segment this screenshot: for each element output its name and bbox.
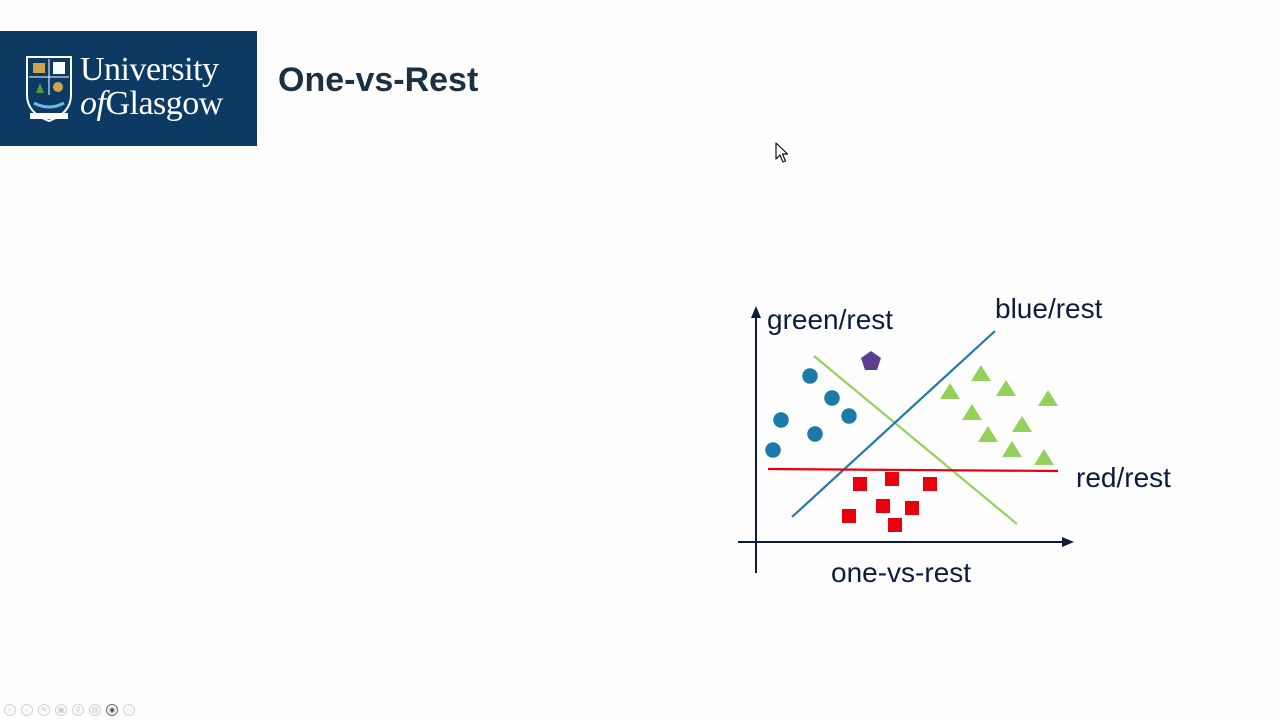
y-axis-arrowhead [751, 306, 761, 318]
blue-rest-boundary [791, 330, 996, 518]
university-crest-icon [26, 56, 72, 123]
university-name-line2: ofGlasgow [80, 87, 223, 121]
red-rest-boundary [767, 467, 1059, 473]
next-icon[interactable]: › [21, 704, 33, 716]
green-triangle-point [1002, 441, 1022, 457]
green-triangle-point [940, 383, 960, 399]
red-rest-label: red/rest [1076, 462, 1171, 493]
red-class-points [842, 472, 937, 532]
previous-icon[interactable]: ‹ [4, 704, 16, 716]
more-icon[interactable]: ⋯ [123, 704, 135, 716]
university-of-glasgow-logo: University ofGlasgow [0, 31, 257, 146]
diagram-axes [738, 306, 1074, 573]
green-triangle-point [996, 380, 1016, 396]
green-triangle-point [1012, 416, 1032, 432]
x-axis-arrowhead [1062, 537, 1074, 547]
red-square-point [876, 499, 890, 513]
red-square-point [842, 509, 856, 523]
red-square-point [885, 472, 899, 486]
blue-rest-label: blue/rest [995, 293, 1103, 324]
green-triangle-point [962, 404, 982, 420]
red-square-point [905, 501, 919, 515]
green-triangle-point [1038, 390, 1058, 406]
blue-circle-point [771, 410, 791, 430]
university-name-glasgow: Glasgow [105, 85, 223, 122]
university-name: University ofGlasgow [80, 53, 223, 121]
blue-circle-point [763, 440, 783, 460]
blue-class-points [763, 366, 859, 460]
zoom-icon[interactable]: ⚲ [72, 704, 84, 716]
presentation-toolbar: ‹ › ✎ ▣ ⚲ ▤ ◉ ⋯ [4, 703, 135, 717]
green-rest-label: green/rest [767, 304, 893, 335]
blue-circle-point [839, 406, 859, 426]
mouse-pointer-icon [775, 142, 789, 163]
camera-icon[interactable]: ◉ [106, 704, 118, 716]
blue-circle-point [805, 424, 825, 444]
university-name-of: of [80, 85, 106, 122]
slide-title: One-vs-Rest [278, 61, 479, 99]
green-triangle-point [971, 365, 991, 381]
green-rest-boundary [813, 355, 1018, 525]
slides-icon[interactable]: ▣ [55, 704, 67, 716]
green-triangle-point [1034, 449, 1054, 465]
university-name-line1: University [80, 51, 219, 88]
subtitles-icon[interactable]: ▤ [89, 704, 101, 716]
pen-icon[interactable]: ✎ [38, 704, 50, 716]
green-class-points [940, 365, 1058, 465]
red-square-point [888, 518, 902, 532]
purple-pentagon-point [861, 351, 881, 370]
diagram-caption: one-vs-rest [831, 557, 971, 588]
blue-circle-point [822, 388, 842, 408]
green-triangle-point [978, 426, 998, 442]
blue-circle-point [800, 366, 820, 386]
red-square-point [923, 477, 937, 491]
red-square-point [853, 477, 867, 491]
